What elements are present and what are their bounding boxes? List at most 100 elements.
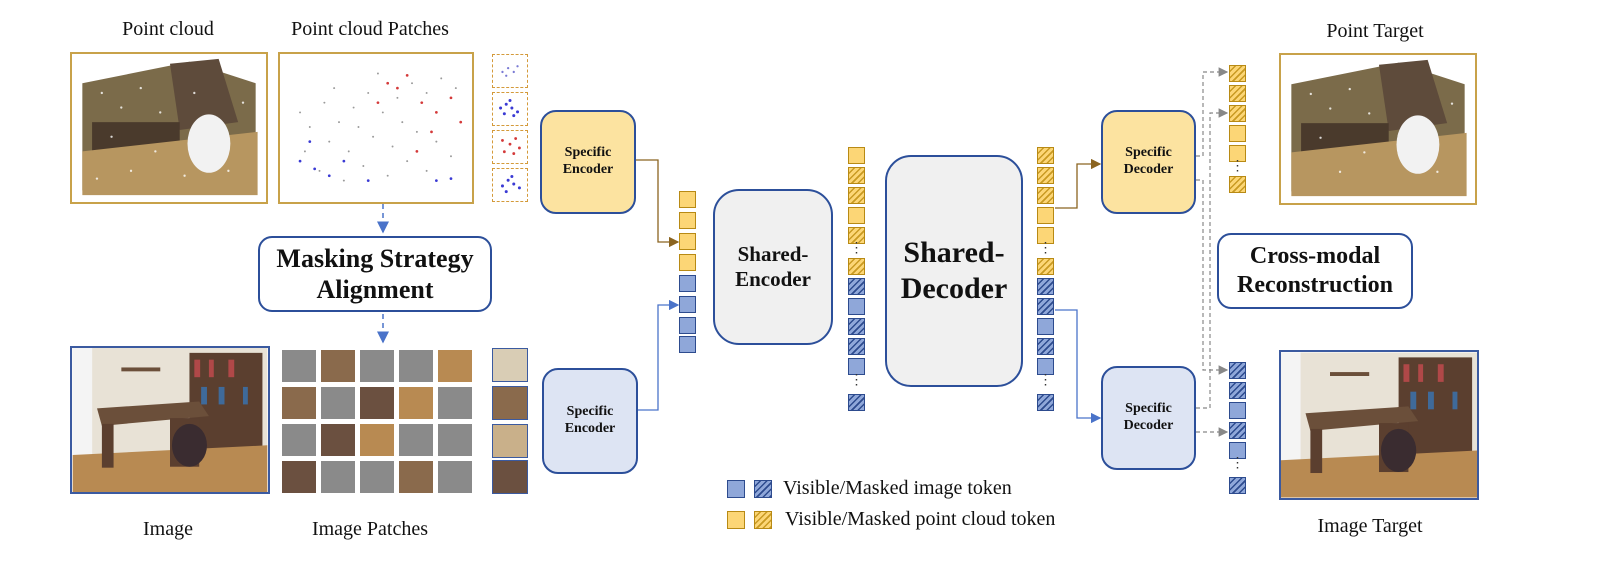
legend-point-masked-swatch [754,511,772,529]
image-panel [70,346,270,494]
mid-token-point-masked [848,167,865,184]
target-token-point-visible [1229,125,1246,142]
shared-decoder-line2: Decoder [900,272,1008,305]
image-patch-visible [321,350,355,382]
image-patch-masked [438,461,472,493]
mid-token-point-masked [848,258,865,275]
enc-token-point-visible [679,212,696,229]
image-patch-visible [360,424,394,456]
dec-token-image-visible [1037,358,1054,375]
target-token-point-ellipsis: ⋮ [1230,159,1245,174]
target-token-image-visible [1229,442,1246,459]
mid-token-point-masked [848,227,865,244]
masking-line-2: Alignment [316,275,434,304]
specific-decoder-image-line2: Decoder [1123,418,1174,433]
dec-token-image-masked [1037,394,1054,411]
image-patch-thumb-3 [492,424,528,458]
specific-decoder-image-line1: Specific [1125,401,1172,417]
shared-decoder: Shared- Decoder [885,155,1023,387]
target-token-point-visible [1229,145,1246,162]
image-patch-visible [399,461,433,493]
point-cloud-image [72,54,266,202]
legend-image-masked-swatch [754,480,772,498]
legend-point-visible-swatch [727,511,745,529]
dec-token-point-visible [1037,227,1054,244]
mid-token-image-visible [848,298,865,315]
dec-token-image-masked [1037,298,1054,315]
shared-encoder-line2: Encoder [735,267,811,291]
arrow-tokens-to-bottom-decoder [1055,309,1102,424]
arrow-tokens-to-top-decoder [1055,158,1102,209]
image-patch-visible [438,350,472,382]
image-patch-masked [282,350,316,382]
dec-token-image-masked [1037,338,1054,355]
enc-token-image-visible [679,275,696,292]
image-patch-masked [321,461,355,493]
arrow-bottom-encoder-to-tokens [638,299,680,411]
room-image [72,348,268,492]
specific-decoder-point: Specific Decoder [1101,110,1196,214]
mid-token-point-masked [848,187,865,204]
dec-token-image-ellipsis: ⋮ [1038,373,1053,388]
legend-image-visible-swatch [727,480,745,498]
image-patch-masked [321,387,355,419]
mid-token-image-masked [848,318,865,335]
label-image-patches: Image Patches [311,518,429,540]
specific-decoder-point-line1: Specific [1125,145,1172,161]
mid-token-point-visible [848,207,865,224]
image-target-image [1281,352,1477,498]
point-patch-thumb-2 [492,92,528,126]
cross-modal-reconstruction-box: Cross-modal Reconstruction [1217,233,1413,309]
label-point-target: Point Target [1326,20,1424,42]
dec-token-point-ellipsis: ⋮ [1038,241,1053,256]
point-target-panel [1279,53,1477,205]
specific-encoder-image: Specific Encoder [542,368,638,474]
cross-arrow-1 [1196,67,1229,157]
cross-modal-line-2: Reconstruction [1237,272,1393,298]
target-token-point-masked [1229,105,1246,122]
image-patch-masked [360,350,394,382]
shared-encoder: Shared- Encoder [713,189,833,345]
image-patch-visible [360,387,394,419]
target-token-image-masked [1229,382,1246,399]
target-token-image-visible [1229,402,1246,419]
specific-encoder-point: Specific Encoder [540,110,636,214]
label-point-cloud: Point cloud [122,18,214,40]
dec-token-point-masked [1037,167,1054,184]
dec-token-image-visible [1037,318,1054,335]
image-patch-visible [282,461,316,493]
point-cloud-patches-image [280,54,472,202]
target-token-image-masked [1229,422,1246,439]
masking-strategy-box: Masking Strategy Alignment [258,236,492,312]
specific-encoder-point-line1: Specific [564,145,612,161]
point-patch-thumb-4 [492,168,528,202]
arrow-top-encoder-to-tokens [636,159,680,248]
dec-token-point-visible [1037,207,1054,224]
point-cloud-panel [70,52,268,204]
specific-decoder-point-line2: Decoder [1123,162,1174,177]
cross-arrow-2 [1196,108,1229,409]
point-target-image [1281,55,1475,203]
label-image: Image [143,518,193,540]
image-patch-visible [399,387,433,419]
specific-encoder-point-line2: Encoder [562,162,614,177]
target-token-point-masked [1229,85,1246,102]
image-patch-visible [282,387,316,419]
cross-arrow-3 [1196,179,1229,375]
target-token-image-ellipsis: ⋮ [1230,456,1245,471]
image-patch-thumb-4 [492,460,528,494]
image-patch-masked [438,424,472,456]
dec-token-image-masked [1037,278,1054,295]
cross-modal-line-1: Cross-modal [1249,243,1381,270]
label-point-cloud-patches: Point cloud Patches [291,18,449,40]
image-patch-masked [282,424,316,456]
enc-token-point-visible [679,191,696,208]
enc-token-point-visible [679,233,696,250]
enc-token-point-visible [679,254,696,271]
mid-token-image-visible [848,358,865,375]
image-patch-thumb-2 [492,386,528,420]
specific-decoder-image: Specific Decoder [1101,366,1196,470]
enc-token-image-visible [679,317,696,334]
